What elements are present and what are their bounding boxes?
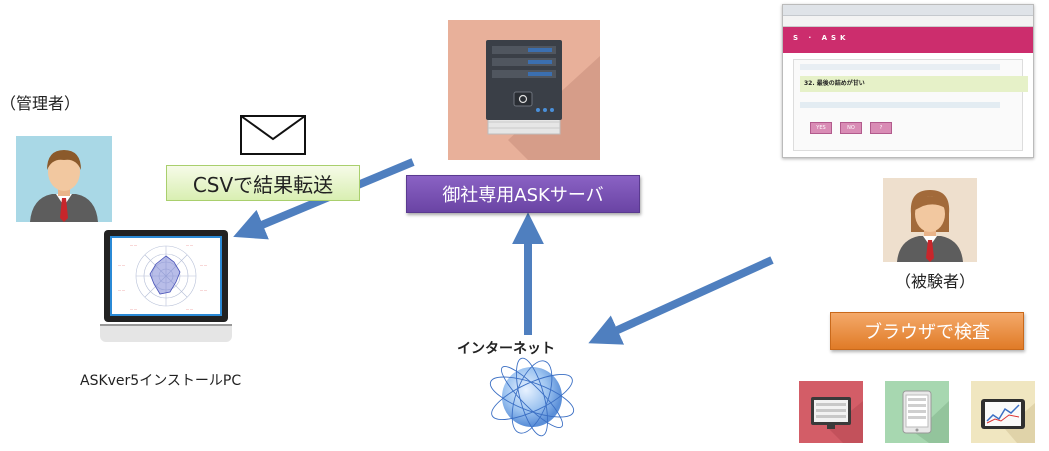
desktop-monitor-icon: [799, 381, 863, 443]
server-banner: 御社専用ASKサーバ: [406, 175, 640, 213]
svg-text:― ―: ― ―: [200, 263, 207, 267]
tablet-icon: [885, 381, 949, 443]
svg-text:― ―: ― ―: [118, 288, 125, 292]
tablet-chart-icon: [971, 381, 1035, 443]
svg-text:― ―: ― ―: [130, 307, 137, 311]
browser-screenshot: S · ASK 32. 最後の詰めが甘い YES NO ?: [782, 4, 1034, 158]
internet-globe-icon: [487, 352, 577, 442]
arrow-browser-to-internet: [588, 256, 774, 345]
yes-button: YES: [810, 122, 832, 134]
mail-icon: [240, 115, 306, 155]
admin-avatar: [16, 136, 112, 222]
man-icon: [30, 150, 98, 222]
svg-text:― ―: ― ―: [118, 263, 125, 267]
internet-label: インターネット: [457, 341, 555, 357]
woman-icon: [897, 190, 963, 262]
browser-test-banner: ブラウザで検査: [830, 312, 1024, 350]
svg-text:― ―: ― ―: [186, 307, 193, 311]
subject-label: （被験者）: [895, 272, 976, 291]
subject-avatar: [883, 178, 977, 262]
svg-text:― ―: ― ―: [200, 288, 207, 292]
question-text: 32. 最後の詰めが甘い: [800, 76, 1028, 92]
csv-transfer-label: CSVで結果転送: [166, 165, 360, 201]
ask-logo: S · ASK: [793, 34, 850, 42]
no-button: NO: [840, 122, 862, 134]
laptop-pc: ― ― ― ― ― ― ― ― ― ― ― ― ― ― ― ―: [100, 230, 232, 342]
unknown-button: ?: [870, 122, 892, 134]
svg-text:― ―: ― ―: [130, 243, 137, 247]
admin-label: （管理者）: [0, 94, 81, 113]
pc-label: ASKver5インストールPC: [80, 373, 242, 389]
svg-text:― ―: ― ―: [186, 243, 193, 247]
server-icon: [448, 20, 600, 160]
radar-chart-icon: ― ― ― ― ― ― ― ― ― ― ― ― ― ― ― ―: [118, 243, 207, 311]
